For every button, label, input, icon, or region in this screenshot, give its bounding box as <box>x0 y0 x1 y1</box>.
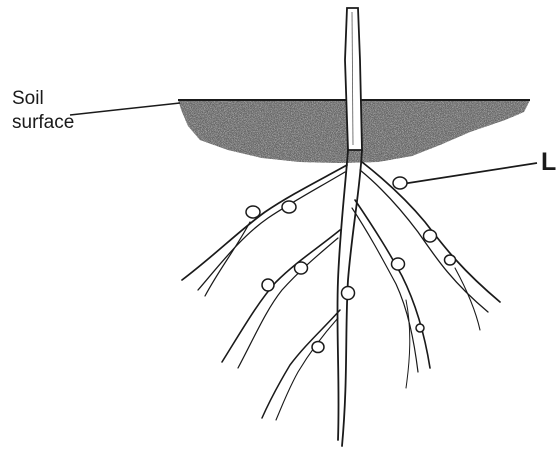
soil-label-line1: Soil <box>12 87 74 111</box>
stem <box>345 8 362 150</box>
nodule <box>282 201 296 213</box>
lateral-root-left-lower <box>262 310 340 418</box>
nodule <box>246 206 260 218</box>
soil-label-line2: surface <box>12 111 74 135</box>
l-pointer-line <box>402 163 537 184</box>
lateral-root-left-upper <box>182 165 347 280</box>
nodule <box>295 262 308 274</box>
root-system <box>182 150 500 446</box>
nodule <box>392 258 405 270</box>
nodule <box>342 287 355 300</box>
soil-surface-label: Soil surface <box>12 87 74 135</box>
nodule <box>416 324 424 332</box>
nodule <box>445 255 456 265</box>
nodule <box>424 230 437 242</box>
soil-pointer-line <box>70 103 180 115</box>
nodule <box>262 279 274 291</box>
lateral-root-right-middle <box>355 200 430 368</box>
nodule <box>312 342 324 353</box>
nodule <box>393 177 407 189</box>
structure-label-l: L <box>541 147 556 177</box>
